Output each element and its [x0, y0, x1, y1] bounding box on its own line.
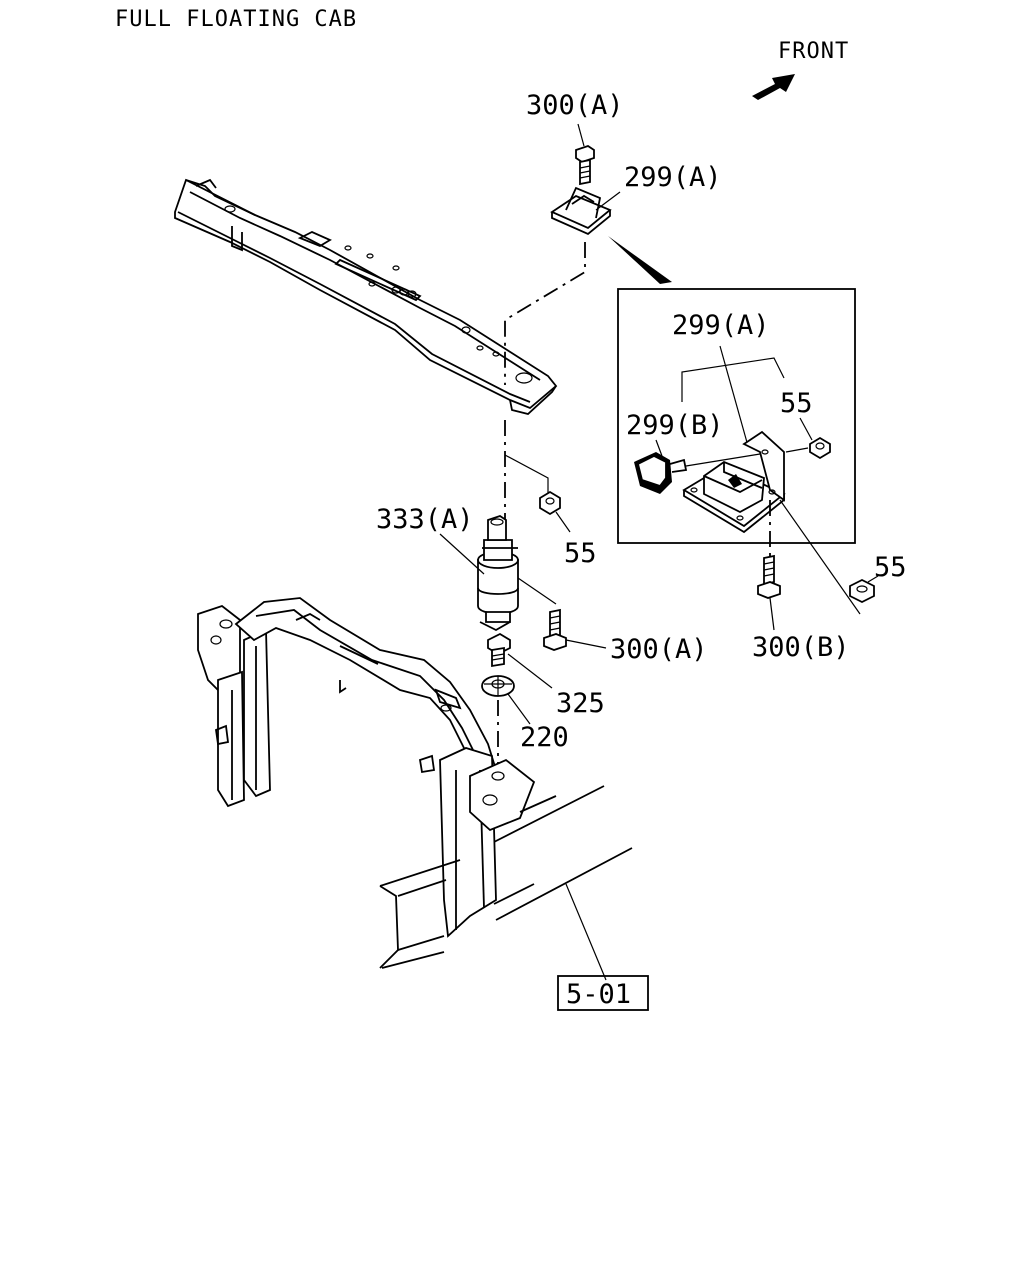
callout-detail-299a: 299(A)	[672, 310, 770, 341]
leader-300b	[769, 597, 775, 631]
detail-nut-line	[785, 447, 809, 453]
detail-screw-line	[685, 453, 761, 467]
front-arrow-icon	[752, 74, 795, 100]
detail-nut-55	[809, 436, 831, 460]
leader-300a-low	[565, 639, 607, 649]
diagram-title: FULL FLOATING CAB	[115, 7, 357, 32]
callout-325: 325	[556, 688, 605, 719]
leader-325	[507, 653, 553, 689]
callout-299a-top: 299(A)	[624, 162, 722, 193]
leader-55-right	[867, 575, 879, 583]
front-indicator: FRONT	[752, 39, 849, 100]
front-frame-assembly	[197, 597, 536, 938]
nut-leader	[504, 454, 549, 494]
leader-detail-299b	[655, 439, 663, 457]
callout-300b: 300(B)	[752, 632, 850, 663]
detail-pointer	[608, 236, 672, 284]
callout-220: 220	[520, 722, 569, 753]
mount-leader-top	[504, 242, 586, 385]
callout-300a-top: 300(A)	[526, 90, 624, 121]
leader-333a	[439, 533, 485, 575]
leader-299a-top	[595, 191, 621, 211]
callout-300a-low: 300(A)	[610, 634, 708, 665]
callout-55-mid: 55	[564, 538, 597, 569]
nut-55-mid	[539, 490, 561, 516]
cab-mount-333a	[477, 515, 557, 632]
detail-box	[617, 288, 856, 544]
bolt-300b	[757, 554, 781, 599]
washer-220	[481, 675, 515, 697]
detail-mount-bracket	[682, 430, 786, 534]
ref-box-label: 5-01	[566, 979, 631, 1010]
leader-300a-top	[577, 123, 585, 147]
callout-detail-55: 55	[780, 388, 813, 419]
bolt-325	[487, 632, 511, 668]
mount-299a-top	[550, 186, 612, 236]
bolt-300a-top	[575, 145, 595, 186]
bracket-299a	[681, 357, 785, 402]
leader-detail-55	[799, 417, 813, 441]
ref-box-frame	[557, 975, 649, 1011]
callout-333a: 333(A)	[376, 504, 474, 535]
detail-pad-299b	[634, 452, 688, 494]
leader-ref-box	[565, 883, 607, 981]
leader-55-right-diag	[779, 499, 861, 615]
callout-55-right: 55	[874, 552, 907, 583]
side-rail-beam	[379, 785, 633, 969]
front-label: FRONT	[778, 39, 849, 64]
bolt-300a-low	[543, 608, 567, 651]
leader-55-mid	[555, 511, 571, 533]
leader-220	[507, 693, 531, 725]
leader-detail-299a	[719, 345, 749, 447]
callout-detail-299b: 299(B)	[626, 410, 724, 441]
cab-cross-member	[174, 178, 558, 415]
nut-55-right	[849, 578, 875, 604]
